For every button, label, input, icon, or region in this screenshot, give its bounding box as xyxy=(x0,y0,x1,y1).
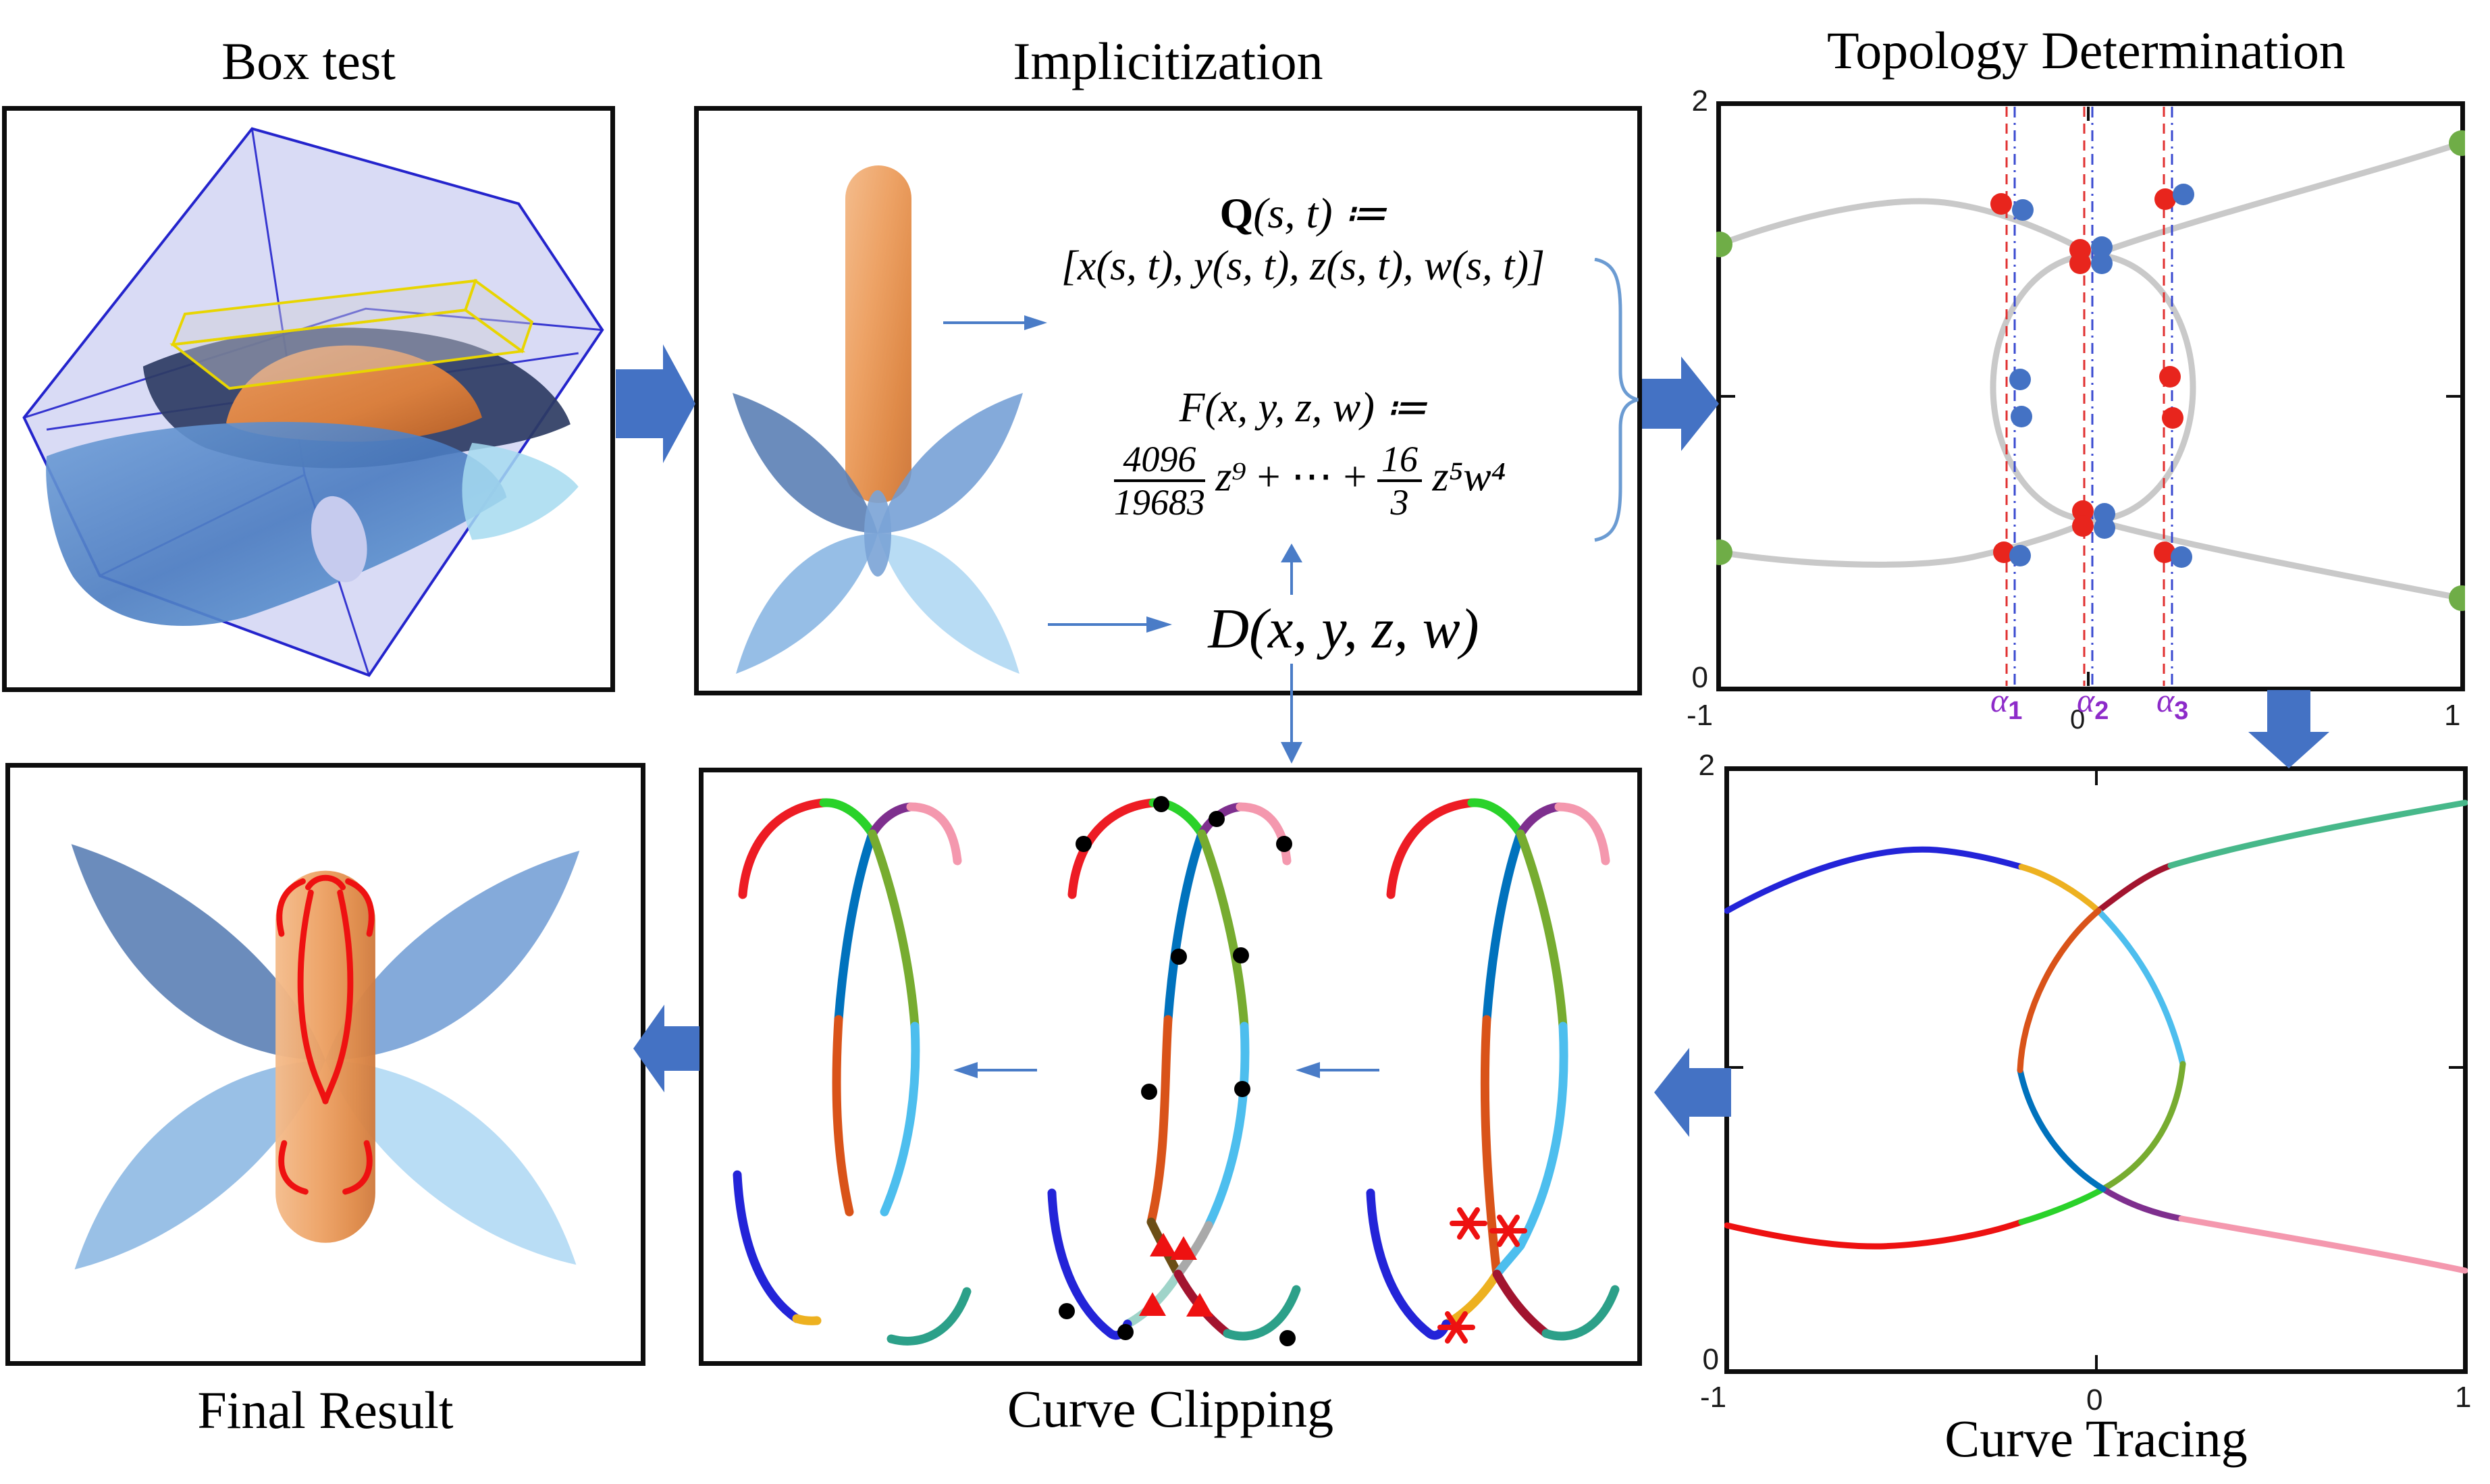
petal-lower-right xyxy=(878,533,1019,674)
arrow-boxtest-to-implicitization xyxy=(616,344,695,463)
d-formula: D(x, y, z, w) xyxy=(1208,598,1479,660)
green-boundary-points xyxy=(1716,130,2465,611)
petal-lower-left xyxy=(736,533,878,674)
f-ellipsis: + ⋯ + xyxy=(1256,454,1367,500)
red-intersection-curves xyxy=(276,874,375,1195)
yellow-sub-box xyxy=(169,278,534,390)
curve-tracing-plot xyxy=(1724,766,2468,1374)
petal-lower-left xyxy=(74,1060,326,1270)
f-formula-line1: F(x, y, z, w) ≔ xyxy=(1179,385,1427,431)
implicitization-title: Implicitization xyxy=(1013,32,1323,90)
tracing-ylabel-top: 2 xyxy=(1698,749,1715,782)
teardrop-hole xyxy=(311,496,367,583)
topology-xlabel-right: 1 xyxy=(2444,699,2461,732)
arrow-tracing-to-clipping xyxy=(1654,1048,1731,1137)
f-term-2: z⁵w⁴ xyxy=(1432,454,1506,500)
orange-surface xyxy=(226,345,482,442)
petal-upper-left xyxy=(733,393,878,533)
singular-triangles xyxy=(1139,1233,1213,1317)
axis-ticks xyxy=(1721,107,2460,686)
arrow-implicitization-to-topology xyxy=(1642,356,1719,451)
cyan-surface xyxy=(462,442,579,540)
q-formula-line2: [x(s, t), y(s, t), z(s, t), w(s, t)] xyxy=(1061,243,1545,289)
clipping-stage1-curves xyxy=(1366,798,1620,1344)
final-result-panel xyxy=(5,763,645,1366)
implicit-flower-surface xyxy=(733,393,1023,674)
capsule-to-q-arrow-icon xyxy=(943,315,1047,330)
petal-upper-right xyxy=(878,393,1023,533)
alpha3-label: α3 xyxy=(2156,681,2189,725)
f-term-1: z⁹ xyxy=(1215,454,1247,500)
endpoint-dots xyxy=(1059,796,1296,1346)
clipping-step-arrow-icon-2 xyxy=(1296,1062,1379,1078)
alpha-dashed-lines-red xyxy=(2005,107,2165,686)
topology-xlabel-zero: 0 xyxy=(2070,705,2086,735)
traced-segments xyxy=(1724,799,2468,1274)
tracing-axis-ticks xyxy=(1729,771,2463,1369)
box-test-title: Box test xyxy=(221,32,396,90)
curve-tracing-border xyxy=(1724,766,2468,1374)
clipping-step-arrow-icon-1 xyxy=(953,1062,1037,1078)
box-test-panel xyxy=(2,106,615,692)
flower-center-sliver xyxy=(864,490,891,577)
clipping-stage2-curves xyxy=(1047,796,1301,1346)
tracing-xlabel-left: -1 xyxy=(1700,1381,1727,1414)
topology-plot-border xyxy=(1716,101,2465,691)
box-test-3d-scene xyxy=(22,127,604,677)
curve-clipping-title: Curve Clipping xyxy=(1007,1379,1334,1438)
final-result-3d-scene xyxy=(71,844,580,1270)
topology-xlabel-left: -1 xyxy=(1687,699,1714,732)
d-to-f-up-arrow-icon xyxy=(1281,544,1302,595)
blue-critical-points xyxy=(2009,184,2194,568)
parametric-capsule xyxy=(845,165,911,503)
curve-tracing-title: Curve Tracing xyxy=(1944,1409,2248,1468)
topology-ylabel-bottom: 0 xyxy=(1691,661,1708,694)
tracing-ylabel-bottom: 0 xyxy=(1702,1343,1719,1376)
tracing-xlabel-zero: 0 xyxy=(2086,1383,2103,1416)
blue-surface xyxy=(46,421,507,626)
q-symbol: Q xyxy=(1219,189,1254,237)
petal-lower-right xyxy=(325,1060,577,1265)
petal-upper-left xyxy=(71,844,325,1061)
arrow-clipping-to-final xyxy=(633,1005,699,1092)
d-to-clipping-down-arrow-icon xyxy=(1281,664,1302,764)
brace-icon xyxy=(1594,258,1639,542)
topology-title: Topology Determination xyxy=(1827,21,2346,80)
topology-ylabel-top: 2 xyxy=(1691,84,1708,117)
alpha1-label: α1 xyxy=(1990,681,2023,725)
clipping-stage3-curves xyxy=(733,798,972,1346)
singular-asterisks xyxy=(1437,1207,1527,1344)
final-result-title: Final Result xyxy=(197,1381,454,1439)
q-formula-line1: Q(s, t) ≔ xyxy=(1219,189,1387,237)
red-critical-points xyxy=(1990,188,2183,563)
arrow-topology-to-tracing xyxy=(2248,690,2329,768)
petal-upper-right xyxy=(325,851,580,1061)
topology-gray-curves xyxy=(1718,140,2463,602)
tracing-xlabel-right: 1 xyxy=(2455,1381,2472,1414)
topology-plot xyxy=(1716,101,2465,691)
alpha2-label: α2 xyxy=(2077,681,2109,725)
flower-to-d-arrow-icon xyxy=(1048,616,1172,633)
